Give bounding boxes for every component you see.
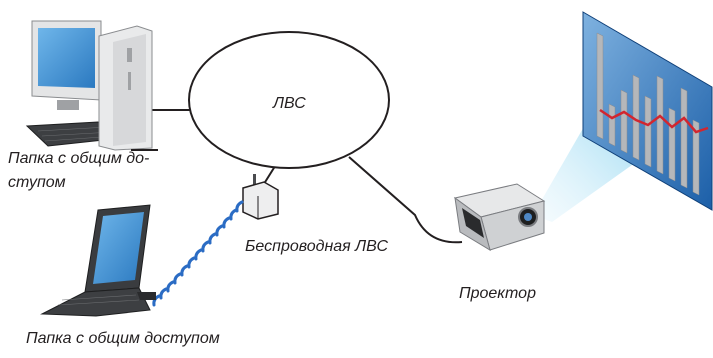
lan-ellipse: [188, 31, 390, 169]
screen-bars: [596, 32, 700, 196]
laptop-share-label: Папка с общим доступом: [26, 330, 220, 347]
desktop-share-label-line1: Папка с общим до-: [8, 150, 150, 167]
projector: [453, 183, 546, 252]
desktop-share-label-line2: ступом: [8, 174, 66, 191]
monitor-screen: [38, 28, 95, 88]
screen-trend-line: [599, 108, 709, 134]
wireless-lan-label: Беспроводная ЛВС: [245, 238, 389, 255]
projector-label: Проектор: [459, 285, 536, 302]
projection-screen: [582, 11, 713, 211]
lan-label: ЛВС: [273, 95, 306, 112]
laptop: [40, 204, 156, 317]
projector-link: [348, 156, 463, 244]
desktop-computer: [25, 20, 158, 151]
laptop-screen: [93, 212, 144, 284]
wireless-waves: [152, 200, 244, 307]
monitor-stand: [57, 100, 79, 110]
access-point: [242, 174, 279, 220]
laptop-base: [40, 287, 151, 317]
